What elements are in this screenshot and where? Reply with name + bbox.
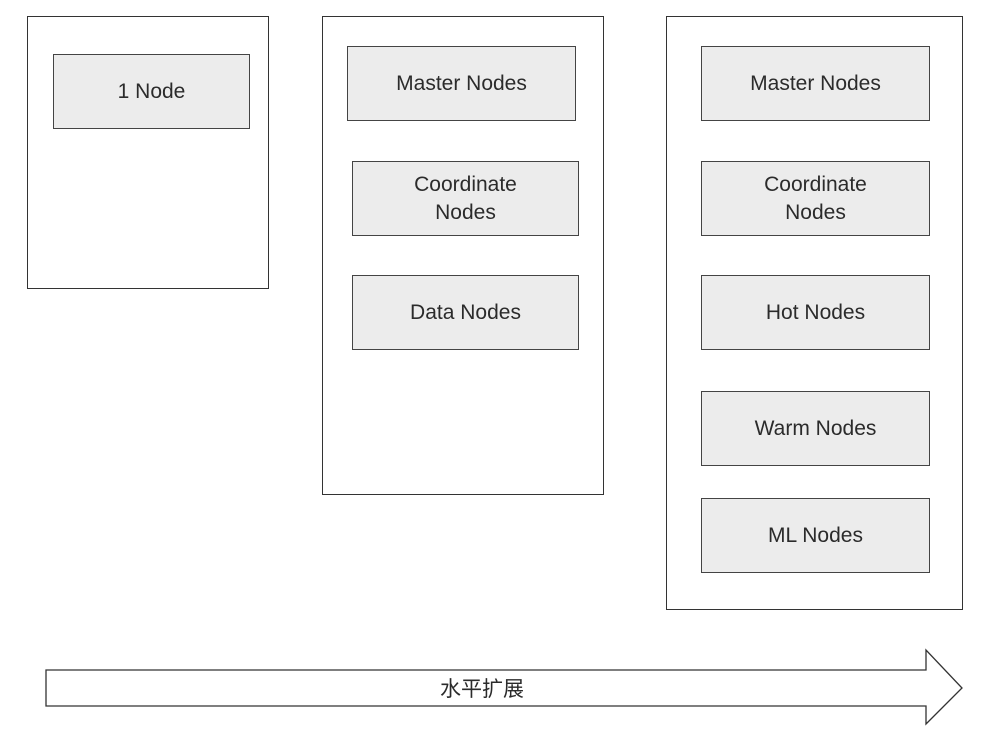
node-box-coordinate-nodes: Coordinate Nodes	[352, 161, 579, 236]
node-box-hot-nodes: Hot Nodes	[701, 275, 930, 350]
node-box-data-nodes: Data Nodes	[352, 275, 579, 350]
node-box-master-nodes: Master Nodes	[347, 46, 576, 121]
node-box-1-node: 1 Node	[53, 54, 250, 129]
node-box-ml-nodes: ML Nodes	[701, 498, 930, 573]
node-box-master-nodes: Master Nodes	[701, 46, 930, 121]
arrow-label: 水平扩展	[440, 677, 524, 701]
node-box-coordinate-nodes: Coordinate Nodes	[701, 161, 930, 236]
node-box-warm-nodes: Warm Nodes	[701, 391, 930, 466]
